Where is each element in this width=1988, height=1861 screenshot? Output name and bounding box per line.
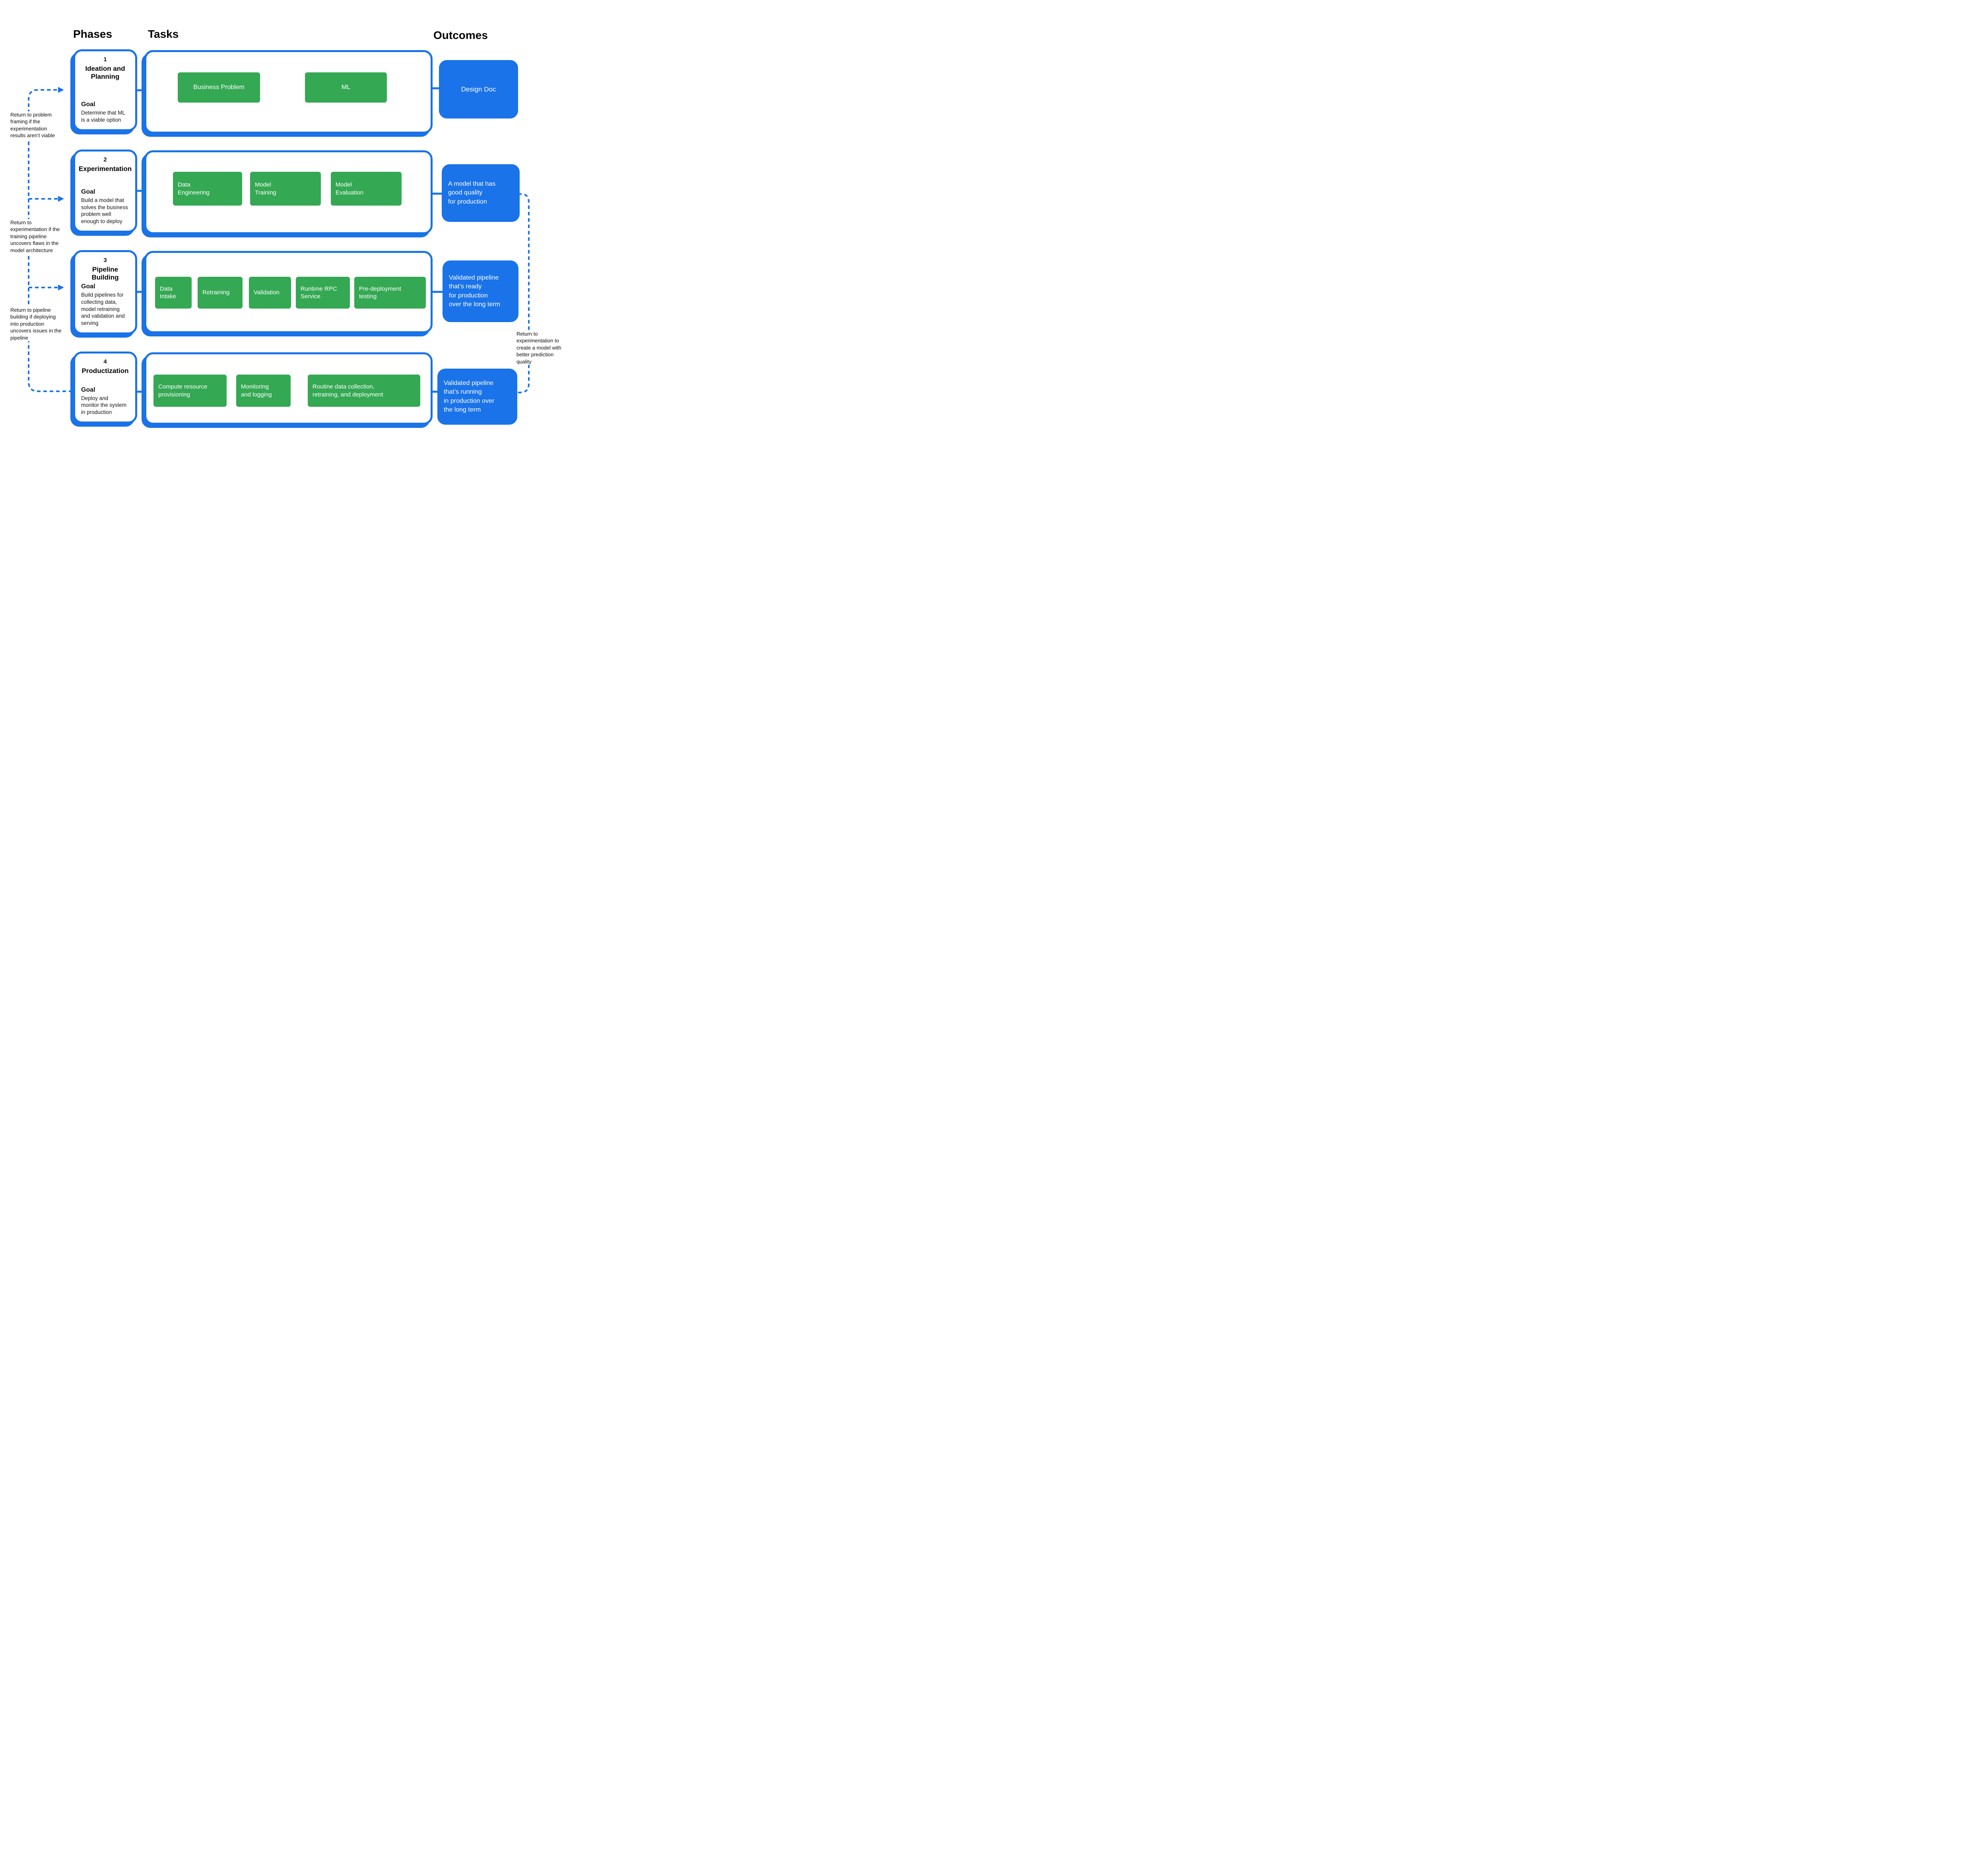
goal-text: Deploy and monitor the system in product… xyxy=(81,395,127,416)
phase-title: Pipeline Building xyxy=(91,266,119,282)
task-retraining: Retraining xyxy=(198,277,243,309)
phase-number: 4 xyxy=(103,358,107,365)
task-model-training: Model Training xyxy=(250,172,321,206)
task-compute-resource-provisioning: Compute resource provisioning xyxy=(153,375,227,407)
phase-card-experimentation: 2 Experimentation Goal Build a model tha… xyxy=(73,150,137,233)
annotation-return-problem-framing: Return to problem framing if the experim… xyxy=(10,111,61,139)
task-data-intake: Data Intake xyxy=(155,277,192,309)
goal-label: Goal xyxy=(81,283,95,290)
goal-text: Build a model that solves the business p… xyxy=(81,197,128,225)
task-runtime-rpc-service: Runtime RPC Service xyxy=(296,277,350,309)
phase-number: 3 xyxy=(103,257,107,264)
task-pre-deployment-testing: Pre-deployment testing xyxy=(354,277,426,309)
phase-title: Ideation and Planning xyxy=(85,65,125,81)
phase-goal: Goal Determine that ML is a viable optio… xyxy=(79,101,131,124)
task-monitoring-and-logging: Monitoring and logging xyxy=(236,375,291,407)
outcome-pipeline-running: Validated pipeline that’s running in pro… xyxy=(437,369,517,425)
phase-number: 1 xyxy=(103,56,107,63)
phase-goal: Goal Build a model that solves the busin… xyxy=(79,188,131,225)
phase-card-ideation: 1 Ideation and Planning Goal Determine t… xyxy=(73,49,137,131)
phase-title: Experimentation xyxy=(78,165,132,173)
task-data-engineering: Data Engineering xyxy=(173,172,242,206)
task-model-evaluation: Model Evaluation xyxy=(331,172,402,206)
annotation-return-pipeline-building: Return to pipeline building if deploying… xyxy=(10,307,63,342)
phase-goal: Goal Deploy and monitor the system in pr… xyxy=(79,387,131,416)
goal-text: Build pipelines for collecting data, mod… xyxy=(81,291,125,326)
column-header-outcomes: Outcomes xyxy=(433,29,488,41)
mlops-phases-diagram: Phases Tasks Outcomes 1 Ideation and Pla… xyxy=(0,0,564,465)
task-ml: ML xyxy=(305,72,387,103)
goal-label: Goal xyxy=(81,101,95,108)
goal-label: Goal xyxy=(81,386,95,393)
task-validation: Validation xyxy=(249,277,291,309)
phase-number: 2 xyxy=(103,156,107,163)
phase-card-productization: 4 Productization Goal Deploy and monitor… xyxy=(73,352,137,423)
goal-text: Determine that ML is a viable option xyxy=(81,110,126,123)
phase-card-pipeline-building: 3 Pipeline Building Goal Build pipelines… xyxy=(73,250,137,334)
annotation-return-experimentation: Return to experimentation if the trainin… xyxy=(10,219,61,254)
column-header-tasks: Tasks xyxy=(148,28,179,40)
column-header-phases: Phases xyxy=(73,28,113,40)
phase-goal: Goal Build pipelines for collecting data… xyxy=(79,283,131,327)
phase-title: Productization xyxy=(82,367,129,375)
annotation-return-better-prediction: Return to experimentation to create a mo… xyxy=(516,330,564,365)
goal-label: Goal xyxy=(81,188,95,195)
outcome-quality-model: A model that has good quality for produc… xyxy=(442,164,520,222)
outcome-design-doc: Design Doc xyxy=(439,60,518,118)
task-routine-data-collection: Routine data collection, retraining, and… xyxy=(308,375,420,407)
task-business-problem: Business Problem xyxy=(178,72,260,103)
outcome-validated-pipeline-ready: Validated pipeline that’s ready for prod… xyxy=(443,260,518,322)
